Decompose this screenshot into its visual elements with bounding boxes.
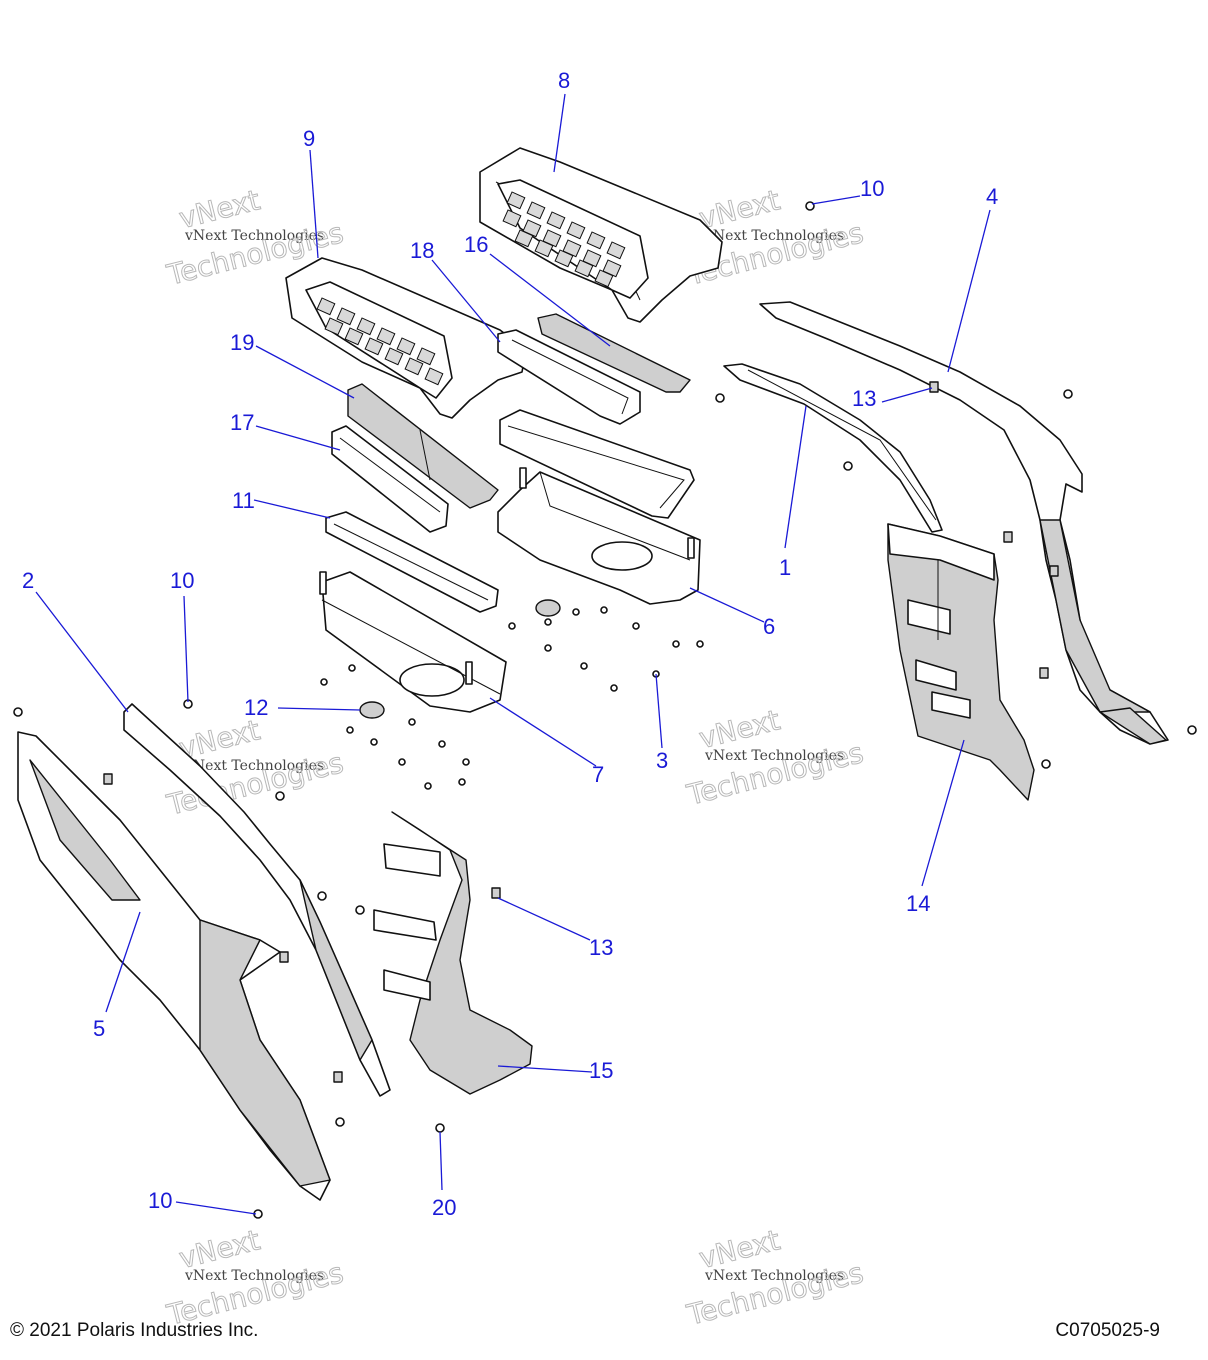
- callout-10-top: 10: [860, 176, 884, 201]
- callout-4: 4: [986, 184, 998, 209]
- callout-18: 18: [410, 238, 434, 263]
- callout-8: 8: [558, 68, 570, 93]
- watermark-mid-right: vNext vNext Technologies Technologies: [683, 703, 867, 813]
- callout-6: 6: [763, 614, 775, 639]
- part-16-filter: [537, 313, 691, 393]
- svg-text:vNext Technologies: vNext Technologies: [704, 1268, 844, 1284]
- callout-20: 20: [432, 1195, 456, 1220]
- figure-code: C0705025-9: [1055, 1320, 1160, 1341]
- fasteners: [13, 201, 1197, 1219]
- grille-mesh-8: [502, 191, 626, 288]
- part-4-fender: [759, 301, 1169, 745]
- svg-text:vNext Technologies: vNext Technologies: [184, 228, 324, 244]
- part-6-airbox-upper: [497, 467, 701, 605]
- grille-mesh-9: [316, 297, 444, 386]
- part-14-splash-panel: [887, 523, 1035, 801]
- callout-13-right: 13: [852, 386, 876, 411]
- part-19-filter: [347, 383, 499, 509]
- callout-9: 9: [303, 126, 315, 151]
- seal-upper: [499, 409, 695, 519]
- watermark-bottom-left: vNext vNext Technologies Technologies: [163, 1223, 347, 1333]
- part-15-splash-panel: [373, 811, 533, 1095]
- part-1-panel: [723, 363, 943, 533]
- callout-15: 15: [589, 1058, 613, 1083]
- part-18-filter-frame: [497, 329, 641, 425]
- copyright-text: © 2021 Polaris Industries Inc.: [10, 1320, 259, 1341]
- part-12-cap: [359, 599, 561, 719]
- part-17-filter-frame: [331, 425, 449, 533]
- callout-12: 12: [244, 695, 268, 720]
- callout-labels: 1 2 3 4 5 6 7 8 9 10 10 10 11 12 13 13 1…: [22, 68, 998, 1220]
- callout-10-left: 10: [170, 568, 194, 593]
- callout-19: 19: [230, 330, 254, 355]
- callout-17: 17: [230, 410, 254, 435]
- part-2-panel: [103, 703, 391, 1097]
- callout-1: 1: [779, 555, 791, 580]
- svg-text:vNext Technologies: vNext Technologies: [704, 228, 844, 244]
- leader-lines: [35, 93, 991, 1215]
- part-8-upper-grille: [479, 147, 723, 323]
- callout-10-bottom: 10: [148, 1188, 172, 1213]
- callout-11: 11: [232, 488, 255, 513]
- part-5-fender: [17, 731, 343, 1201]
- callout-3: 3: [656, 748, 668, 773]
- callout-2: 2: [22, 568, 34, 593]
- callout-16: 16: [464, 232, 488, 257]
- svg-text:vNext Technologies: vNext Technologies: [184, 758, 324, 774]
- part-9-lower-grille: [285, 257, 527, 419]
- part-11-seal: [325, 511, 499, 613]
- svg-text:vNext Technologies: vNext Technologies: [184, 1268, 324, 1284]
- part-7-airbox-lower: [319, 571, 507, 713]
- callout-14: 14: [906, 891, 930, 916]
- svg-text:vNext Technologies: vNext Technologies: [704, 748, 844, 764]
- watermark-bottom-right: vNext vNext Technologies Technologies: [683, 1223, 867, 1333]
- callout-7: 7: [592, 762, 604, 787]
- callout-5: 5: [93, 1016, 105, 1041]
- callout-13-center: 13: [589, 935, 613, 960]
